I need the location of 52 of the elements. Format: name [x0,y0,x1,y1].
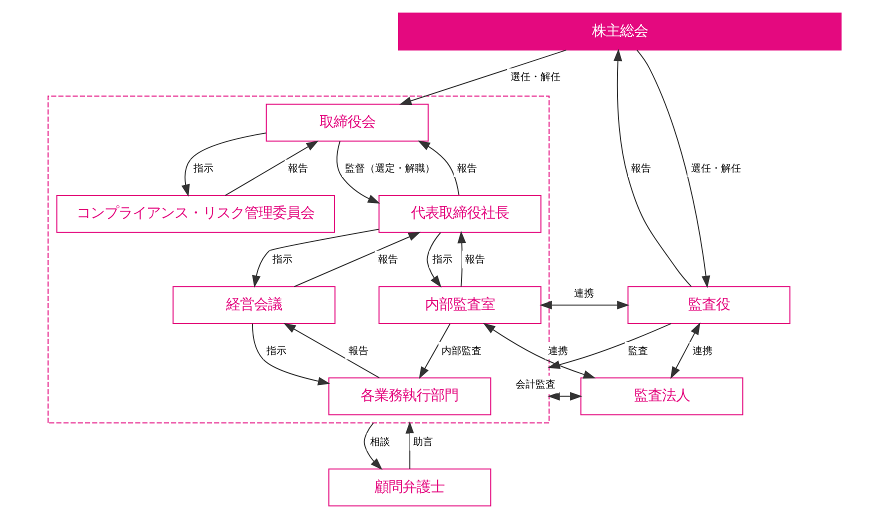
node-box: 内部監査室 [378,286,541,324]
edge-label: 報告 [630,162,651,174]
arrow [404,420,414,468]
node-box: 各業務執行部門 [328,376,491,415]
arrow [294,231,420,287]
arrow [426,232,441,288]
arrow [613,48,692,286]
node-box: 経営会議 [172,286,335,324]
edge-label: 連携 [548,344,568,356]
arrow [456,230,466,286]
edge-label: 指示 [272,253,292,266]
arrow [547,391,582,400]
edge-label: 選任・解任 [690,162,740,174]
edge-label: 指示 [432,253,452,266]
edge-label: 選任・解任 [510,70,560,83]
arrow [251,323,330,385]
arrow [252,228,378,288]
edge-label: 監督（選定・解職） [344,162,435,174]
arrow [482,322,596,378]
edge-label: 報告 [348,344,368,356]
arrow [363,422,382,470]
edge-label: 指示 [266,344,286,356]
arrow [418,322,450,379]
arrow [180,132,266,196]
arrow [670,322,700,379]
arrow [636,49,710,288]
arrow [547,322,671,368]
edge-label: 指示 [193,162,214,174]
edge-label: 監査 [627,344,648,356]
arrow [398,49,566,104]
edge-label: 報告 [456,162,476,174]
node-box: 代表取締役社長 [378,194,541,232]
arrow [417,140,459,195]
node-box: 取締役会 [265,103,428,142]
arrow [539,300,629,309]
arrow [282,322,380,378]
arrow [336,140,380,204]
edge-label: 相談 [369,435,390,448]
edge-label: 報告 [464,253,485,266]
edge-label: 会計監査 [514,378,555,390]
edge-label: 連携 [574,286,594,299]
edge-label: 助言 [412,435,432,448]
edge-label: 報告 [378,253,398,266]
node-box: 株主総会 [397,12,842,50]
node-box: 監査法人 [580,376,743,415]
edge-label: 報告 [287,162,308,174]
arrow [224,140,318,196]
node-box: 顧問弁護士 [328,468,491,506]
edge-label: 内部監査 [441,344,482,356]
node-box: コンプライアンス・リスク管理委員会 [56,194,334,232]
edge-label: 連携 [692,344,712,356]
node-box: 監査役 [626,286,790,324]
